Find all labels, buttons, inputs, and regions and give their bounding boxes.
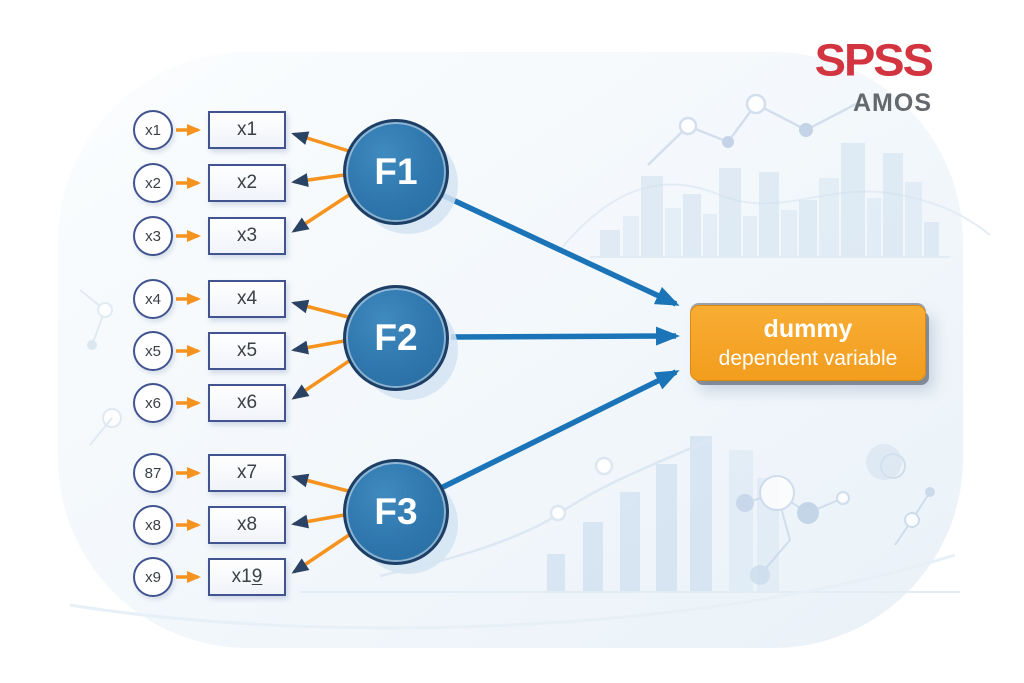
logo-block: SPSS AMOS <box>806 34 934 118</box>
error-term-x5: x5 <box>133 331 173 371</box>
error-label: x3 <box>145 227 161 245</box>
amos-label: AMOS <box>853 89 932 117</box>
indicator-box-x6: x6 <box>208 384 286 422</box>
background-bar-chart-top <box>600 143 939 256</box>
error-term-87: 87 <box>133 453 173 493</box>
error-label: x5 <box>145 342 161 360</box>
background-network-left <box>79 289 122 446</box>
error-label: 87 <box>144 464 162 482</box>
indicator-box-x5: x5 <box>208 332 286 370</box>
error-term-x3: x3 <box>133 216 173 256</box>
spss-logo: SPSS <box>814 34 934 85</box>
error-label: x2 <box>145 174 161 192</box>
factor-loading-arrows <box>291 131 353 574</box>
indicator-label: x3 <box>236 225 258 246</box>
indicator-label: x2 <box>236 172 258 193</box>
indicator-label: x5 <box>236 340 258 361</box>
indicator-box-x2: x2 <box>208 164 286 202</box>
background-network-top <box>647 93 857 166</box>
background-curve-bottom <box>379 438 711 578</box>
outcome-line2: dependent variable <box>718 346 898 370</box>
background-wave-line <box>559 183 991 251</box>
error-term-x6: x6 <box>133 383 173 423</box>
error-term-x8: x8 <box>133 505 173 545</box>
latent-factor-f2: F2 <box>343 285 449 391</box>
indicator-box-x4: x4 <box>208 280 286 318</box>
indicator-box-x7: x7 <box>208 454 286 492</box>
error-label: x8 <box>145 516 161 534</box>
indicator-box-x3: x3 <box>208 217 286 255</box>
latent-factor-f3: F3 <box>343 459 449 565</box>
factor-label: F1 <box>374 151 418 192</box>
outcome-line1: dummy <box>763 315 853 344</box>
indicator-box-x1: x1 <box>208 111 286 149</box>
error-label: x1 <box>145 121 161 139</box>
error-term-x9: x9 <box>133 557 173 597</box>
indicator-label: x7 <box>236 462 258 483</box>
error-label: x9 <box>145 568 161 586</box>
background-sweep-line <box>69 553 956 630</box>
latent-factor-f1: F1 <box>343 119 449 225</box>
indicator-label: x4 <box>236 288 258 309</box>
indicator-label-underlined: 9 <box>251 566 263 587</box>
indicator-label: x8 <box>236 514 258 535</box>
error-label: x4 <box>145 290 161 308</box>
error-label: x6 <box>145 394 161 412</box>
indicator-label: x1 <box>231 566 252 587</box>
indicator-label: x6 <box>236 392 258 413</box>
background-network-bottom-right <box>736 444 935 585</box>
dependent-variable-box: dummy dependent variable <box>690 305 926 381</box>
factor-label: F3 <box>374 491 418 532</box>
error-term-x1: x1 <box>133 110 173 150</box>
error-term-x2: x2 <box>133 163 173 203</box>
factor-label: F2 <box>374 317 418 358</box>
structural-path-arrows <box>438 191 680 491</box>
error-term-x4: x4 <box>133 279 173 319</box>
indicator-label: x1 <box>236 119 258 140</box>
error-to-indicator-arrows <box>176 124 201 583</box>
background-bar-chart-bottom <box>547 436 779 592</box>
indicator-box-x8: x8 <box>208 506 286 544</box>
